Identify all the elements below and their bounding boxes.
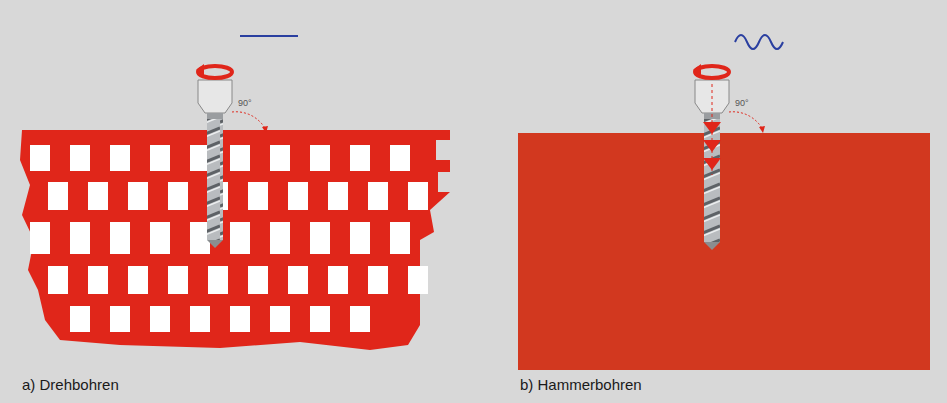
hammer-drill [693,35,783,250]
perforated-brick [20,130,450,350]
angle-label: 90° [238,98,252,108]
sub-caption: a) Drehbohren [22,376,119,393]
solid-concrete [518,133,930,370]
sub-caption: b) Hammerbohren [520,376,642,393]
angle-label: 90° [735,98,749,108]
rotary-drill [196,36,298,248]
